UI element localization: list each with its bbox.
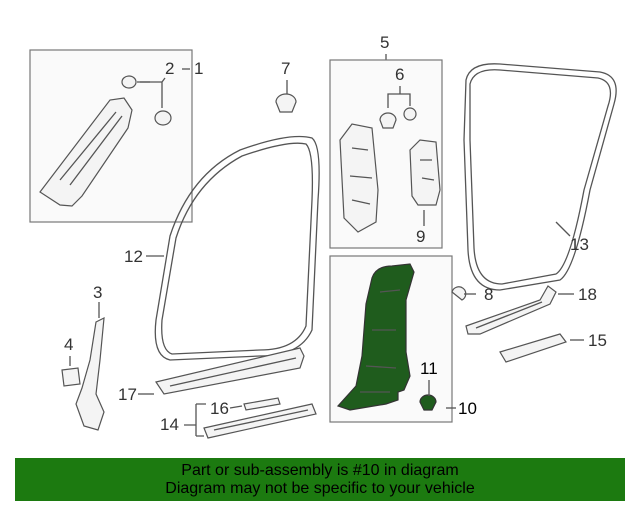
callout-8: 8 bbox=[484, 285, 493, 304]
rear-scuff-plate-18 bbox=[465, 285, 557, 335]
callout-17: 17 bbox=[118, 385, 137, 404]
scuff-plate-14 bbox=[203, 403, 317, 439]
retainer-part-4 bbox=[61, 367, 81, 387]
callout-5: 5 bbox=[380, 33, 389, 52]
callout-2: 2 bbox=[165, 59, 174, 78]
scuff-plate-17 bbox=[155, 347, 305, 395]
callout-7: 7 bbox=[281, 59, 290, 78]
callout-16: 16 bbox=[210, 399, 229, 418]
clip-part-2-bottom bbox=[154, 110, 172, 126]
door-weatherstrip-13 bbox=[463, 63, 617, 291]
scuff-plate-16 bbox=[243, 397, 281, 411]
callout-10: 10 bbox=[458, 399, 477, 418]
callout-4: 4 bbox=[64, 335, 73, 354]
front-pillar-garnish bbox=[39, 97, 133, 207]
callout-1: 1 bbox=[194, 59, 203, 78]
front-pillar-group bbox=[29, 49, 193, 223]
callout-13: 13 bbox=[570, 235, 589, 254]
info-banner: Part or sub-assembly is #10 in diagram D… bbox=[15, 458, 625, 501]
callout-14: 14 bbox=[160, 415, 179, 434]
clip-part-2-top bbox=[121, 75, 137, 89]
clip-part-7 bbox=[275, 93, 297, 113]
parts-diagram: 2 1 7 5 6 9 13 12 3 4 17 16 bbox=[29, 33, 617, 439]
rear-scuff-plate-15 bbox=[499, 333, 567, 363]
callout-11: 11 bbox=[420, 359, 438, 378]
banner-line-1: Part or sub-assembly is #10 in diagram bbox=[181, 462, 459, 479]
clip-part-11 bbox=[419, 394, 437, 411]
center-pillar-garnish-10 bbox=[336, 263, 415, 411]
callout-15: 15 bbox=[588, 331, 607, 350]
center-pillar-lower-part bbox=[339, 123, 379, 233]
cowl-side-trim-3 bbox=[75, 316, 105, 431]
center-pillar-lower-group: 5 6 9 bbox=[329, 33, 443, 249]
callout-12: 12 bbox=[124, 247, 143, 266]
clip-part-6 bbox=[379, 112, 397, 129]
part-9-panel bbox=[409, 139, 441, 206]
cap-part-6 bbox=[403, 107, 417, 121]
callout-9: 9 bbox=[416, 227, 425, 246]
callout-18: 18 bbox=[578, 285, 597, 304]
opening-weatherstrip-12 bbox=[154, 135, 320, 361]
callout-3: 3 bbox=[93, 283, 102, 302]
callout-6: 6 bbox=[395, 65, 404, 84]
clip-part-8 bbox=[451, 286, 467, 301]
banner-line-2: Diagram may not be specific to your vehi… bbox=[165, 480, 475, 497]
center-pillar-upper-group: 11 bbox=[329, 255, 453, 423]
